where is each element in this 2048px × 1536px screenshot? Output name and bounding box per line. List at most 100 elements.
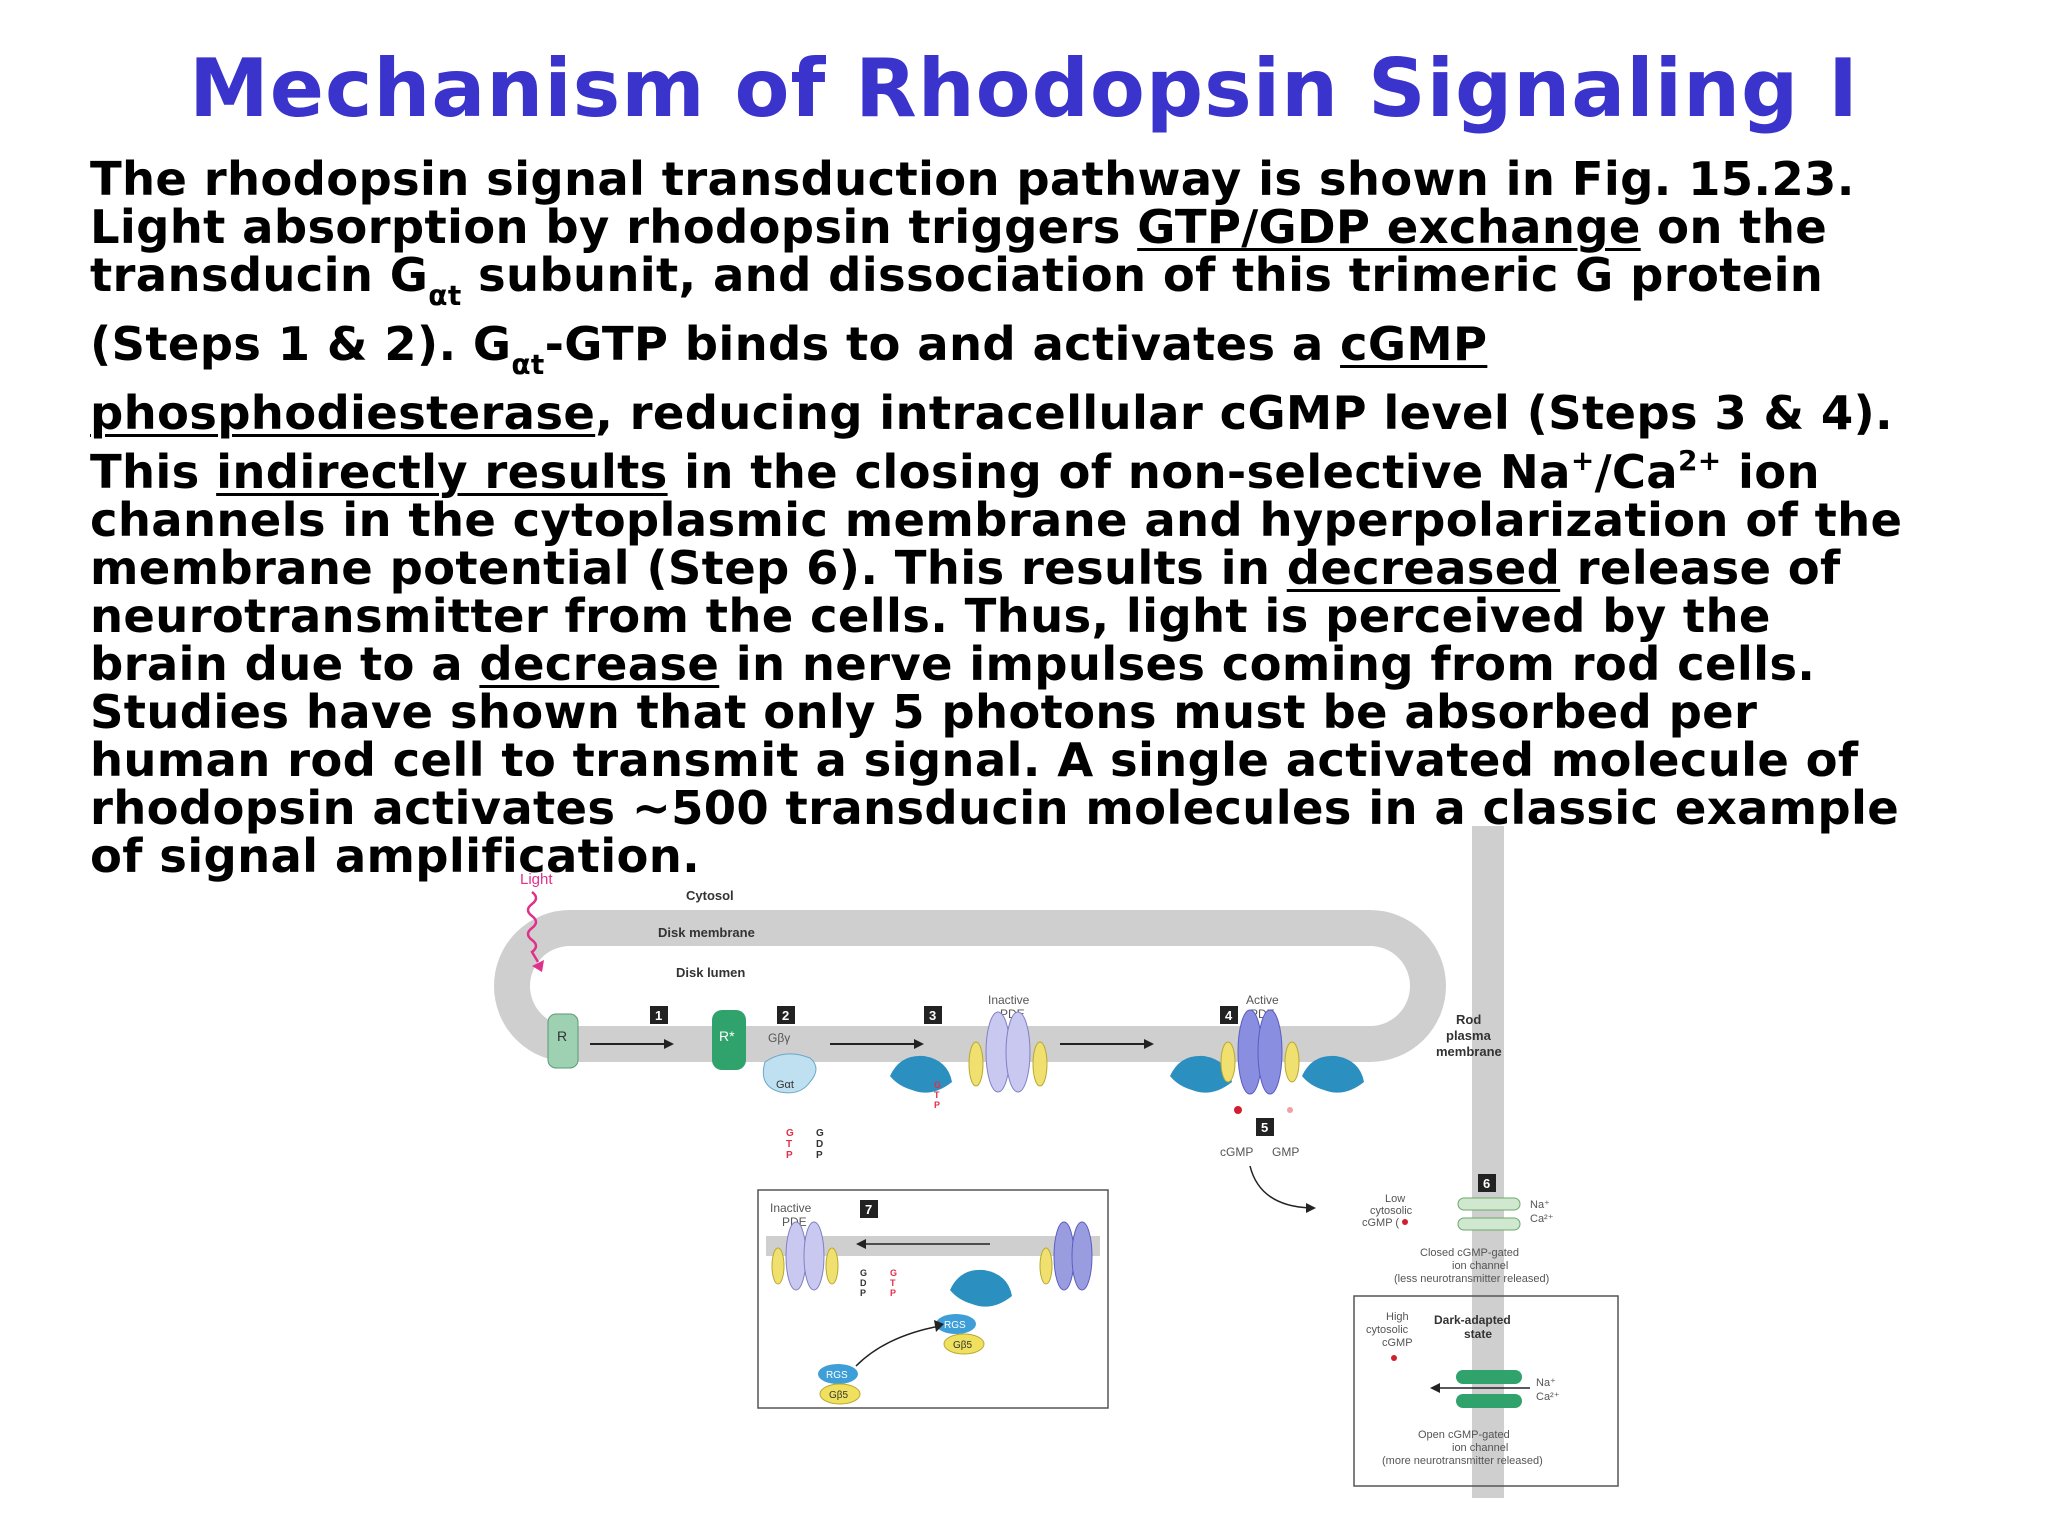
light-wave — [526, 891, 540, 963]
inactive-pde-label-1: Inactive — [988, 993, 1030, 1007]
inset-gdp-label: GDP — [860, 1268, 867, 1298]
text-line: Studies have shown that only 5 photons m… — [90, 685, 1758, 739]
text-line: channels in the cytoplasmic membrane and… — [90, 493, 1903, 547]
cytosol-label: Cytosol — [686, 888, 734, 903]
step-badge-2 — [777, 1006, 795, 1024]
disk-membrane-label: Disk membrane — [658, 925, 755, 940]
rod-plasma-label-1: Rod — [1456, 1012, 1481, 1027]
low-cgmp-dot — [1402, 1219, 1408, 1225]
text-line: transducin Gαt subunit, and dissociation… — [90, 248, 1824, 312]
step-3-label: 3 — [929, 1008, 936, 1023]
svg-text:P: P — [816, 1150, 823, 1161]
high-cgmp-label-2: cytosolic — [1366, 1324, 1409, 1336]
gdp-out-label: GDP — [816, 1128, 824, 1161]
text-line: neurotransmitter from the cells. Thus, l… — [90, 589, 1771, 643]
dark-adapted-label-2: state — [1464, 1327, 1492, 1341]
ca-label-open: Ca²⁺ — [1536, 1391, 1560, 1403]
svg-text:T: T — [934, 1090, 940, 1100]
body-paragraph: The rhodopsin signal transduction pathwa… — [90, 155, 2020, 880]
step-badge-6 — [1478, 1174, 1496, 1192]
g-alpha-gtp-3 — [1302, 1055, 1364, 1093]
inset-gtp-label: GTP — [890, 1268, 897, 1298]
svg-text:G: G — [934, 1080, 941, 1090]
inset-pde-gamma-left — [771, 1247, 785, 1285]
svg-text:G: G — [786, 1128, 794, 1139]
svg-text:T: T — [786, 1139, 792, 1150]
svg-text:G: G — [890, 1268, 897, 1278]
closed-channel-label-2: ion channel — [1452, 1260, 1508, 1272]
svg-text:P: P — [890, 1288, 896, 1298]
text-line: The rhodopsin signal transduction pathwa… — [90, 152, 1855, 206]
arrow-step-3-head — [1144, 1039, 1154, 1049]
inset-inactive-pde-label-1: Inactive — [770, 1201, 812, 1215]
na-label-open: Na⁺ — [1536, 1377, 1556, 1389]
rod-plasma-label-2: plasma — [1446, 1028, 1492, 1043]
low-cgmp-label-2: cytosolic — [1370, 1205, 1413, 1217]
step-badge-4 — [1220, 1006, 1238, 1024]
text-line: brain due to a decrease in nerve impulse… — [90, 637, 1816, 691]
light-arrowhead — [532, 960, 544, 972]
ca-label-closed: Ca²⁺ — [1530, 1213, 1554, 1225]
disk-lumen-label: Disk lumen — [676, 965, 745, 980]
cgmp-drop-arrow — [1249, 1165, 1311, 1209]
active-pde-label-1: Active — [1246, 993, 1279, 1007]
step-1-label: 1 — [655, 1008, 662, 1023]
open-channel-label-3: (more neurotransmitter released) — [1382, 1455, 1543, 1467]
na-label-closed: Na⁺ — [1530, 1199, 1550, 1211]
inset-rgs-arrow — [855, 1325, 941, 1367]
high-cgmp-label-1: High — [1386, 1311, 1409, 1323]
rhodopsin-active-label: R* — [719, 1028, 735, 1044]
inset-pde-right-beta — [1071, 1221, 1093, 1291]
inset-pde-gamma-right — [825, 1247, 839, 1285]
high-cgmp-label-3: cGMP — [1382, 1337, 1413, 1349]
inset-rgs-label-1: RGS — [944, 1320, 966, 1331]
closed-channel-top — [1457, 1197, 1521, 1211]
inset-pde-right-gamma — [1039, 1247, 1053, 1285]
gtp-label-1: GTP — [934, 1080, 941, 1110]
text-line: membrane potential (Step 6). This result… — [90, 541, 1841, 595]
text-line: phosphodiesterase, reducing intracellula… — [90, 386, 1894, 440]
rhodopsin-active — [712, 1010, 746, 1070]
pde-gamma-right — [1032, 1041, 1048, 1087]
open-channel-bottom — [1456, 1394, 1522, 1408]
inset-pde-alpha — [785, 1221, 807, 1291]
step-7-box — [757, 1189, 1109, 1409]
step-4-label: 4 — [1225, 1008, 1233, 1023]
svg-text:P: P — [934, 1100, 940, 1110]
low-cgmp-label-3: cGMP ( — [1362, 1217, 1399, 1229]
g-alpha-label: Gαt — [776, 1079, 794, 1091]
dark-adapted-box — [1353, 1295, 1619, 1487]
step-2-label: 2 — [782, 1008, 789, 1023]
rhodopsin-inactive — [547, 1013, 579, 1069]
light-label: Light — [520, 871, 553, 888]
svg-text:P: P — [860, 1288, 866, 1298]
inset-rgs-2 — [818, 1364, 858, 1384]
rod-plasma-label-3: membrane — [1436, 1044, 1502, 1059]
open-channel-label-1: Open cGMP-gated — [1418, 1429, 1510, 1441]
step-7-label: 7 — [865, 1202, 872, 1217]
step-badge-1 — [650, 1006, 668, 1024]
step-6-label: 6 — [1483, 1176, 1490, 1191]
text-line: Light absorption by rhodopsin triggers G… — [90, 200, 1828, 254]
g-alpha-gtp-1 — [890, 1055, 952, 1093]
svg-text:D: D — [860, 1278, 867, 1288]
slide-title: Mechanism of Rhodopsin Signaling I — [189, 42, 1859, 135]
g-alpha-gtp-2 — [1170, 1055, 1232, 1093]
open-channel-top — [1456, 1370, 1522, 1384]
cgmp-dot — [1234, 1106, 1242, 1114]
inset-rgs-arrow-head — [934, 1320, 944, 1332]
closed-channel-label-1: Closed cGMP-gated — [1420, 1247, 1519, 1259]
cgmp-drop-arrow-head — [1306, 1203, 1316, 1213]
rhodopsin-label: R — [557, 1028, 567, 1044]
active-pde-beta — [1257, 1009, 1283, 1095]
inset-gb5-label-2: Gβ5 — [829, 1390, 849, 1401]
step-badge-3 — [924, 1006, 942, 1024]
inset-pde-right-alpha — [1053, 1221, 1075, 1291]
cgmp-label: cGMP — [1220, 1145, 1253, 1159]
step-badge-5 — [1256, 1118, 1274, 1136]
svg-text:G: G — [816, 1128, 824, 1139]
rod-plasma-membrane — [1472, 826, 1504, 1498]
text-line: (Steps 1 & 2). Gαt-GTP binds to and acti… — [90, 317, 1488, 381]
high-cgmp-dot — [1391, 1355, 1397, 1361]
